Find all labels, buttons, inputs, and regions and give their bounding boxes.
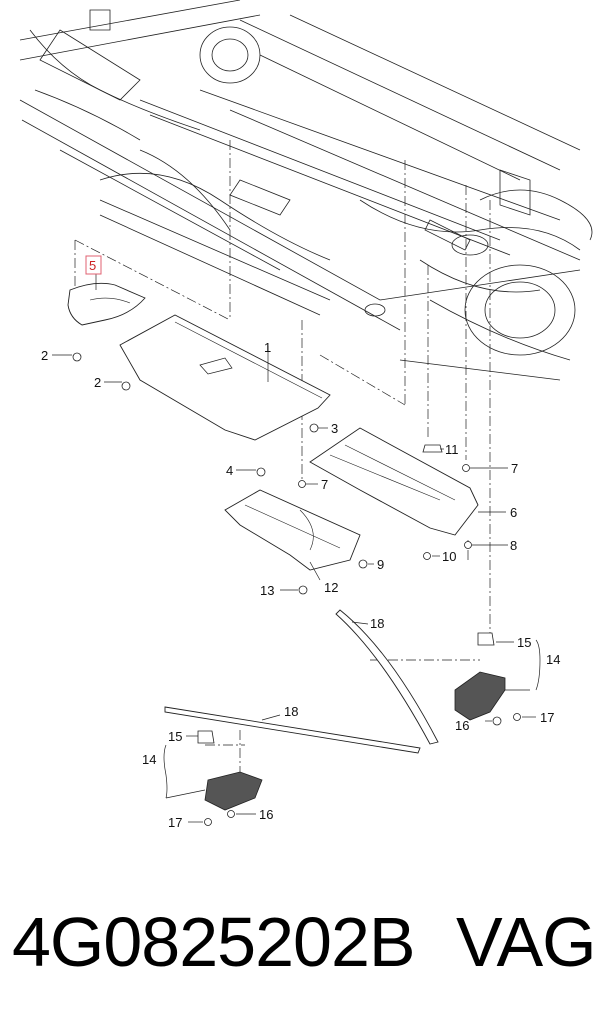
part-15-right-clip xyxy=(477,632,495,646)
callout-14: 14 xyxy=(142,752,156,767)
fasteners xyxy=(72,352,521,826)
callout-2: 2 xyxy=(94,375,101,390)
callout-17: 17 xyxy=(540,710,554,725)
callout-15: 15 xyxy=(168,729,182,744)
callout-17: 17 xyxy=(168,815,182,830)
callout-6: 6 xyxy=(510,505,517,520)
callout-14: 14 xyxy=(546,652,560,667)
part-18-strip-left xyxy=(164,706,421,754)
callout-18: 18 xyxy=(284,704,298,719)
callout-1: 1 xyxy=(264,340,271,355)
assembly-lines xyxy=(74,140,491,790)
callout-7: 7 xyxy=(321,477,328,492)
part-15-left-clip xyxy=(197,730,215,744)
callout-12: 12 xyxy=(324,580,338,595)
callout-5-highlight-box xyxy=(85,255,102,275)
part-12-bracket xyxy=(224,489,361,571)
callout-18: 18 xyxy=(370,616,384,631)
callout-16: 16 xyxy=(455,718,469,733)
callout-10: 10 xyxy=(442,549,456,564)
parts-diagram: 5 1 2 2 3 4 7 7 11 6 8 10 9 12 13 18 15 … xyxy=(19,0,593,830)
callout-11: 11 xyxy=(445,442,459,457)
callout-16: 16 xyxy=(259,807,273,822)
callout-2: 2 xyxy=(41,348,48,363)
callout-3: 3 xyxy=(331,421,338,436)
part-14-right xyxy=(454,671,506,721)
callout-4: 4 xyxy=(226,463,233,478)
part-number: 4G0825202B xyxy=(12,903,416,981)
part-5-shield xyxy=(67,282,146,326)
part-18-strip-right xyxy=(335,609,439,745)
callout-13: 13 xyxy=(260,583,274,598)
callout-5: 5 xyxy=(89,258,96,273)
car-underbody xyxy=(19,0,593,381)
callout-15: 15 xyxy=(517,635,531,650)
brand-name: VAG xyxy=(456,903,597,981)
footer: 4G0825202B VAG xyxy=(0,900,600,1010)
callout-labels: 5 1 2 2 3 4 7 7 11 6 8 10 9 12 13 18 15 … xyxy=(41,258,560,830)
part-14-left xyxy=(204,771,263,811)
callout-9: 9 xyxy=(377,557,384,572)
part-1-panel xyxy=(119,314,331,441)
callout-7: 7 xyxy=(511,461,518,476)
leader-lines xyxy=(52,274,541,823)
callout-8: 8 xyxy=(510,538,517,553)
